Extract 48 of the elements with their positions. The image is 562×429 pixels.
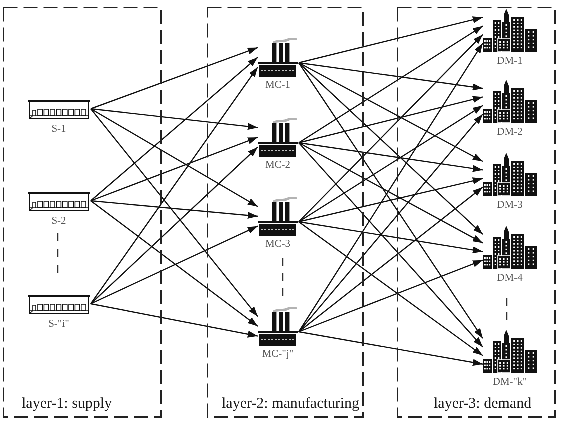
- arrow: [90, 146, 258, 304]
- arrow: [90, 108, 258, 208]
- arrow: [298, 331, 484, 366]
- arrow: [298, 260, 484, 333]
- arrow: [298, 105, 484, 222]
- arrow: [90, 200, 258, 327]
- dashed-panel: [397, 7, 556, 418]
- arrow: [298, 222, 484, 356]
- layer-label: layer-2: manufacturing: [222, 396, 360, 413]
- arrow: [298, 26, 484, 144]
- node-label: S-2: [52, 215, 66, 228]
- layer-label: layer-3: demand: [434, 396, 532, 413]
- arrow: [298, 142, 484, 172]
- node-label: MC-"j": [262, 348, 294, 361]
- arrow: [90, 108, 258, 318]
- arrow: [298, 96, 484, 144]
- arrow: [90, 226, 258, 305]
- arrow: [90, 200, 258, 220]
- arrow: [298, 178, 484, 223]
- arrow: [298, 34, 484, 222]
- node-label: DM-1: [497, 55, 523, 68]
- arrow: [298, 186, 484, 332]
- node-label: MC-2: [265, 159, 291, 172]
- arrow: [298, 62, 484, 91]
- node-label: DM-"k": [492, 376, 528, 389]
- arrow: [90, 66, 258, 304]
- node-label: MC-1: [265, 79, 291, 92]
- arrow: [298, 114, 484, 332]
- layer-label: layer-1: supply: [22, 396, 112, 413]
- arrow: [298, 62, 484, 162]
- arrow: [298, 221, 484, 254]
- arrow: [90, 108, 258, 130]
- node-label: DM-3: [497, 199, 523, 212]
- arrow: [90, 303, 258, 338]
- arrow: [298, 62, 484, 236]
- arrow: [298, 142, 484, 244]
- arrow: [90, 136, 258, 202]
- node-label: DM-4: [497, 272, 523, 285]
- dashed-panel: [207, 7, 364, 418]
- node-label: S-1: [52, 123, 66, 136]
- node-label: S-"i": [48, 318, 70, 331]
- dashed-panel: [3, 7, 162, 418]
- arrow: [90, 47, 258, 110]
- arrow: [90, 57, 258, 202]
- node-label: DM-2: [497, 126, 523, 139]
- node-label: MC-3: [265, 238, 291, 251]
- arrow: [298, 16, 484, 64]
- arrow: [298, 142, 484, 348]
